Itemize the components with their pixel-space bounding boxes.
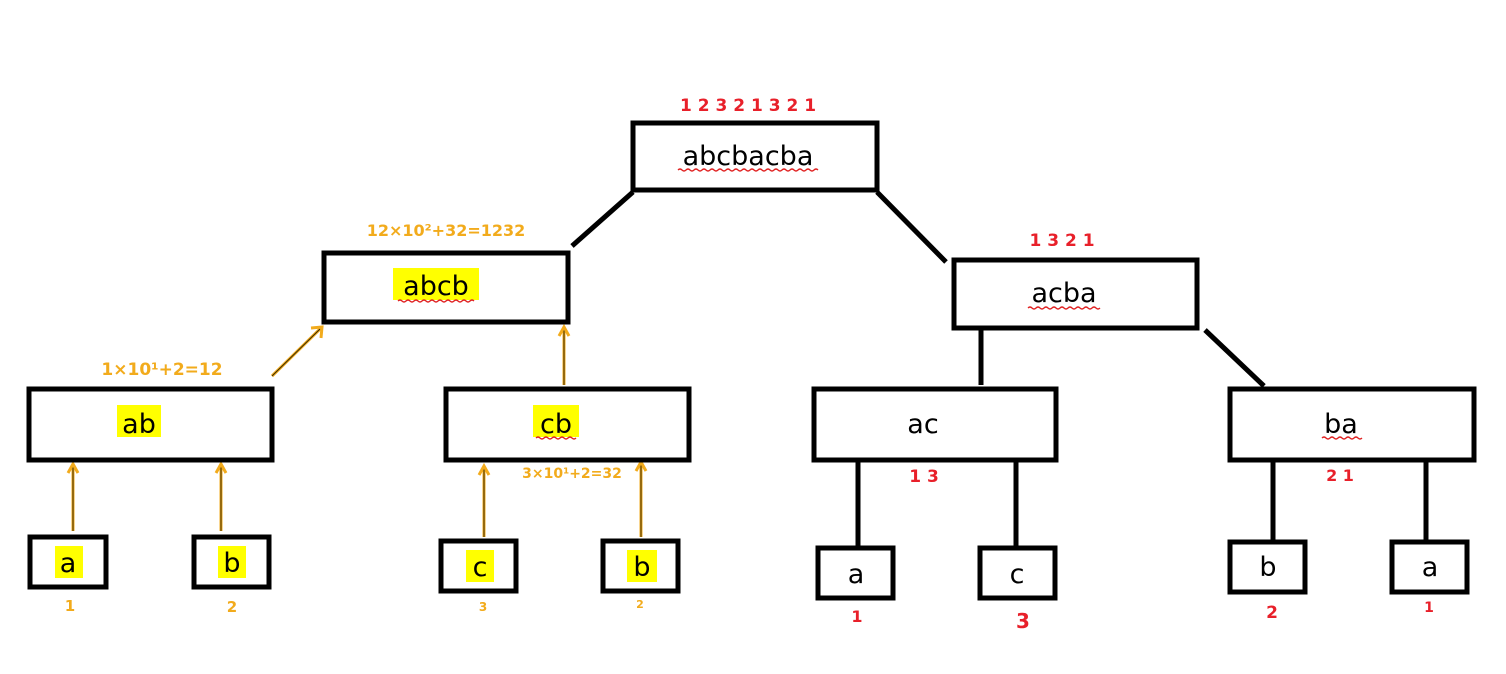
- leaf-b-3-label: b: [1259, 552, 1276, 583]
- leaf-c-annotation: 3: [479, 600, 487, 614]
- highlight: [533, 405, 579, 437]
- node-ab: ab: [26, 386, 275, 463]
- leaf-a-2-label: a: [848, 559, 865, 590]
- spellcheck-underline: [1027, 306, 1101, 310]
- node-ba: ba: [1227, 386, 1477, 463]
- node-acba-annotation: 1 3 2 1: [1029, 231, 1094, 251]
- leaf-b-2-label: b: [633, 552, 650, 583]
- spellcheck-underline: [535, 436, 577, 440]
- node-acba: acba: [951, 257, 1200, 331]
- node-ab-label: ab: [122, 409, 156, 440]
- node-ac: ac: [811, 386, 1059, 463]
- node-ba-label: ba: [1324, 409, 1358, 440]
- leaf-c-label: c: [473, 552, 488, 583]
- spellcheck-underline: [1321, 436, 1363, 440]
- leaf-a-3-annotation: 1: [1424, 600, 1434, 616]
- arrow-ab-to-abcb: [270, 325, 324, 378]
- leaf-a-3: a: [1389, 539, 1470, 595]
- leaf-c-2-label: c: [1010, 559, 1025, 590]
- leaf-b-2-annotation: 2: [636, 598, 644, 611]
- node-ac-annotation: 1 3: [909, 467, 939, 487]
- edge-root-left: [570, 190, 635, 248]
- spellcheck-underline: [397, 299, 475, 303]
- leaf-c-2-annotation: 3: [1016, 609, 1030, 633]
- node-root-annotation: 1 2 3 2 1 3 2 1: [680, 96, 816, 116]
- highlight: [218, 546, 246, 578]
- leaf-a-3-label: a: [1422, 552, 1439, 583]
- leaf-b-annotation: 2: [227, 598, 237, 616]
- leaf-b-2: b: [600, 538, 681, 594]
- node-root: abcbacba: [630, 120, 880, 193]
- leaf-b: b: [191, 534, 272, 590]
- node-cb: cb: [443, 386, 692, 463]
- edge-right-banode: [1203, 328, 1266, 388]
- node-root-label: abcbacba: [683, 141, 814, 172]
- node-abcb-annotation: 12×10²+32=1232: [367, 221, 526, 240]
- leaf-a-label: a: [60, 548, 77, 579]
- spellcheck-underline: [677, 168, 819, 172]
- node-ba-annotation: 2 1: [1326, 466, 1354, 485]
- node-abcb: abcb: [321, 250, 571, 325]
- leaf-a-2: a: [815, 545, 896, 601]
- leaf-b-label: b: [223, 548, 240, 579]
- highlight: [627, 550, 657, 582]
- edge-root-right: [875, 190, 948, 264]
- node-abcb-label: abcb: [403, 271, 469, 302]
- leaf-c-2: c: [977, 545, 1058, 601]
- arrow-cb-to-abcb: [557, 323, 571, 385]
- leaf-a-2-annotation: 1: [851, 607, 862, 626]
- node-ac-label: ac: [907, 409, 938, 440]
- node-cb-annotation: 3×10¹+2=32: [522, 466, 622, 482]
- highlight: [466, 550, 494, 582]
- arrow-leaf-c-to-cb: [477, 462, 491, 537]
- leaf-b-3: b: [1227, 539, 1308, 595]
- leaf-a: a: [27, 534, 109, 590]
- highlight: [117, 405, 161, 437]
- node-cb-label: cb: [540, 409, 572, 440]
- arrow-leaf-b-to-cb: [634, 458, 648, 537]
- node-ab-annotation: 1×10¹+2=12: [101, 360, 222, 380]
- highlight: [393, 268, 479, 300]
- arrow-leaf-a-to-ab: [66, 460, 80, 531]
- leaf-a-annotation: 1: [65, 597, 75, 615]
- arrow-leaf-b-to-ab: [214, 460, 228, 531]
- leaf-c: c: [438, 538, 519, 594]
- node-acba-label: acba: [1031, 278, 1096, 309]
- leaf-b-3-annotation: 2: [1266, 603, 1278, 623]
- highlight: [55, 546, 83, 578]
